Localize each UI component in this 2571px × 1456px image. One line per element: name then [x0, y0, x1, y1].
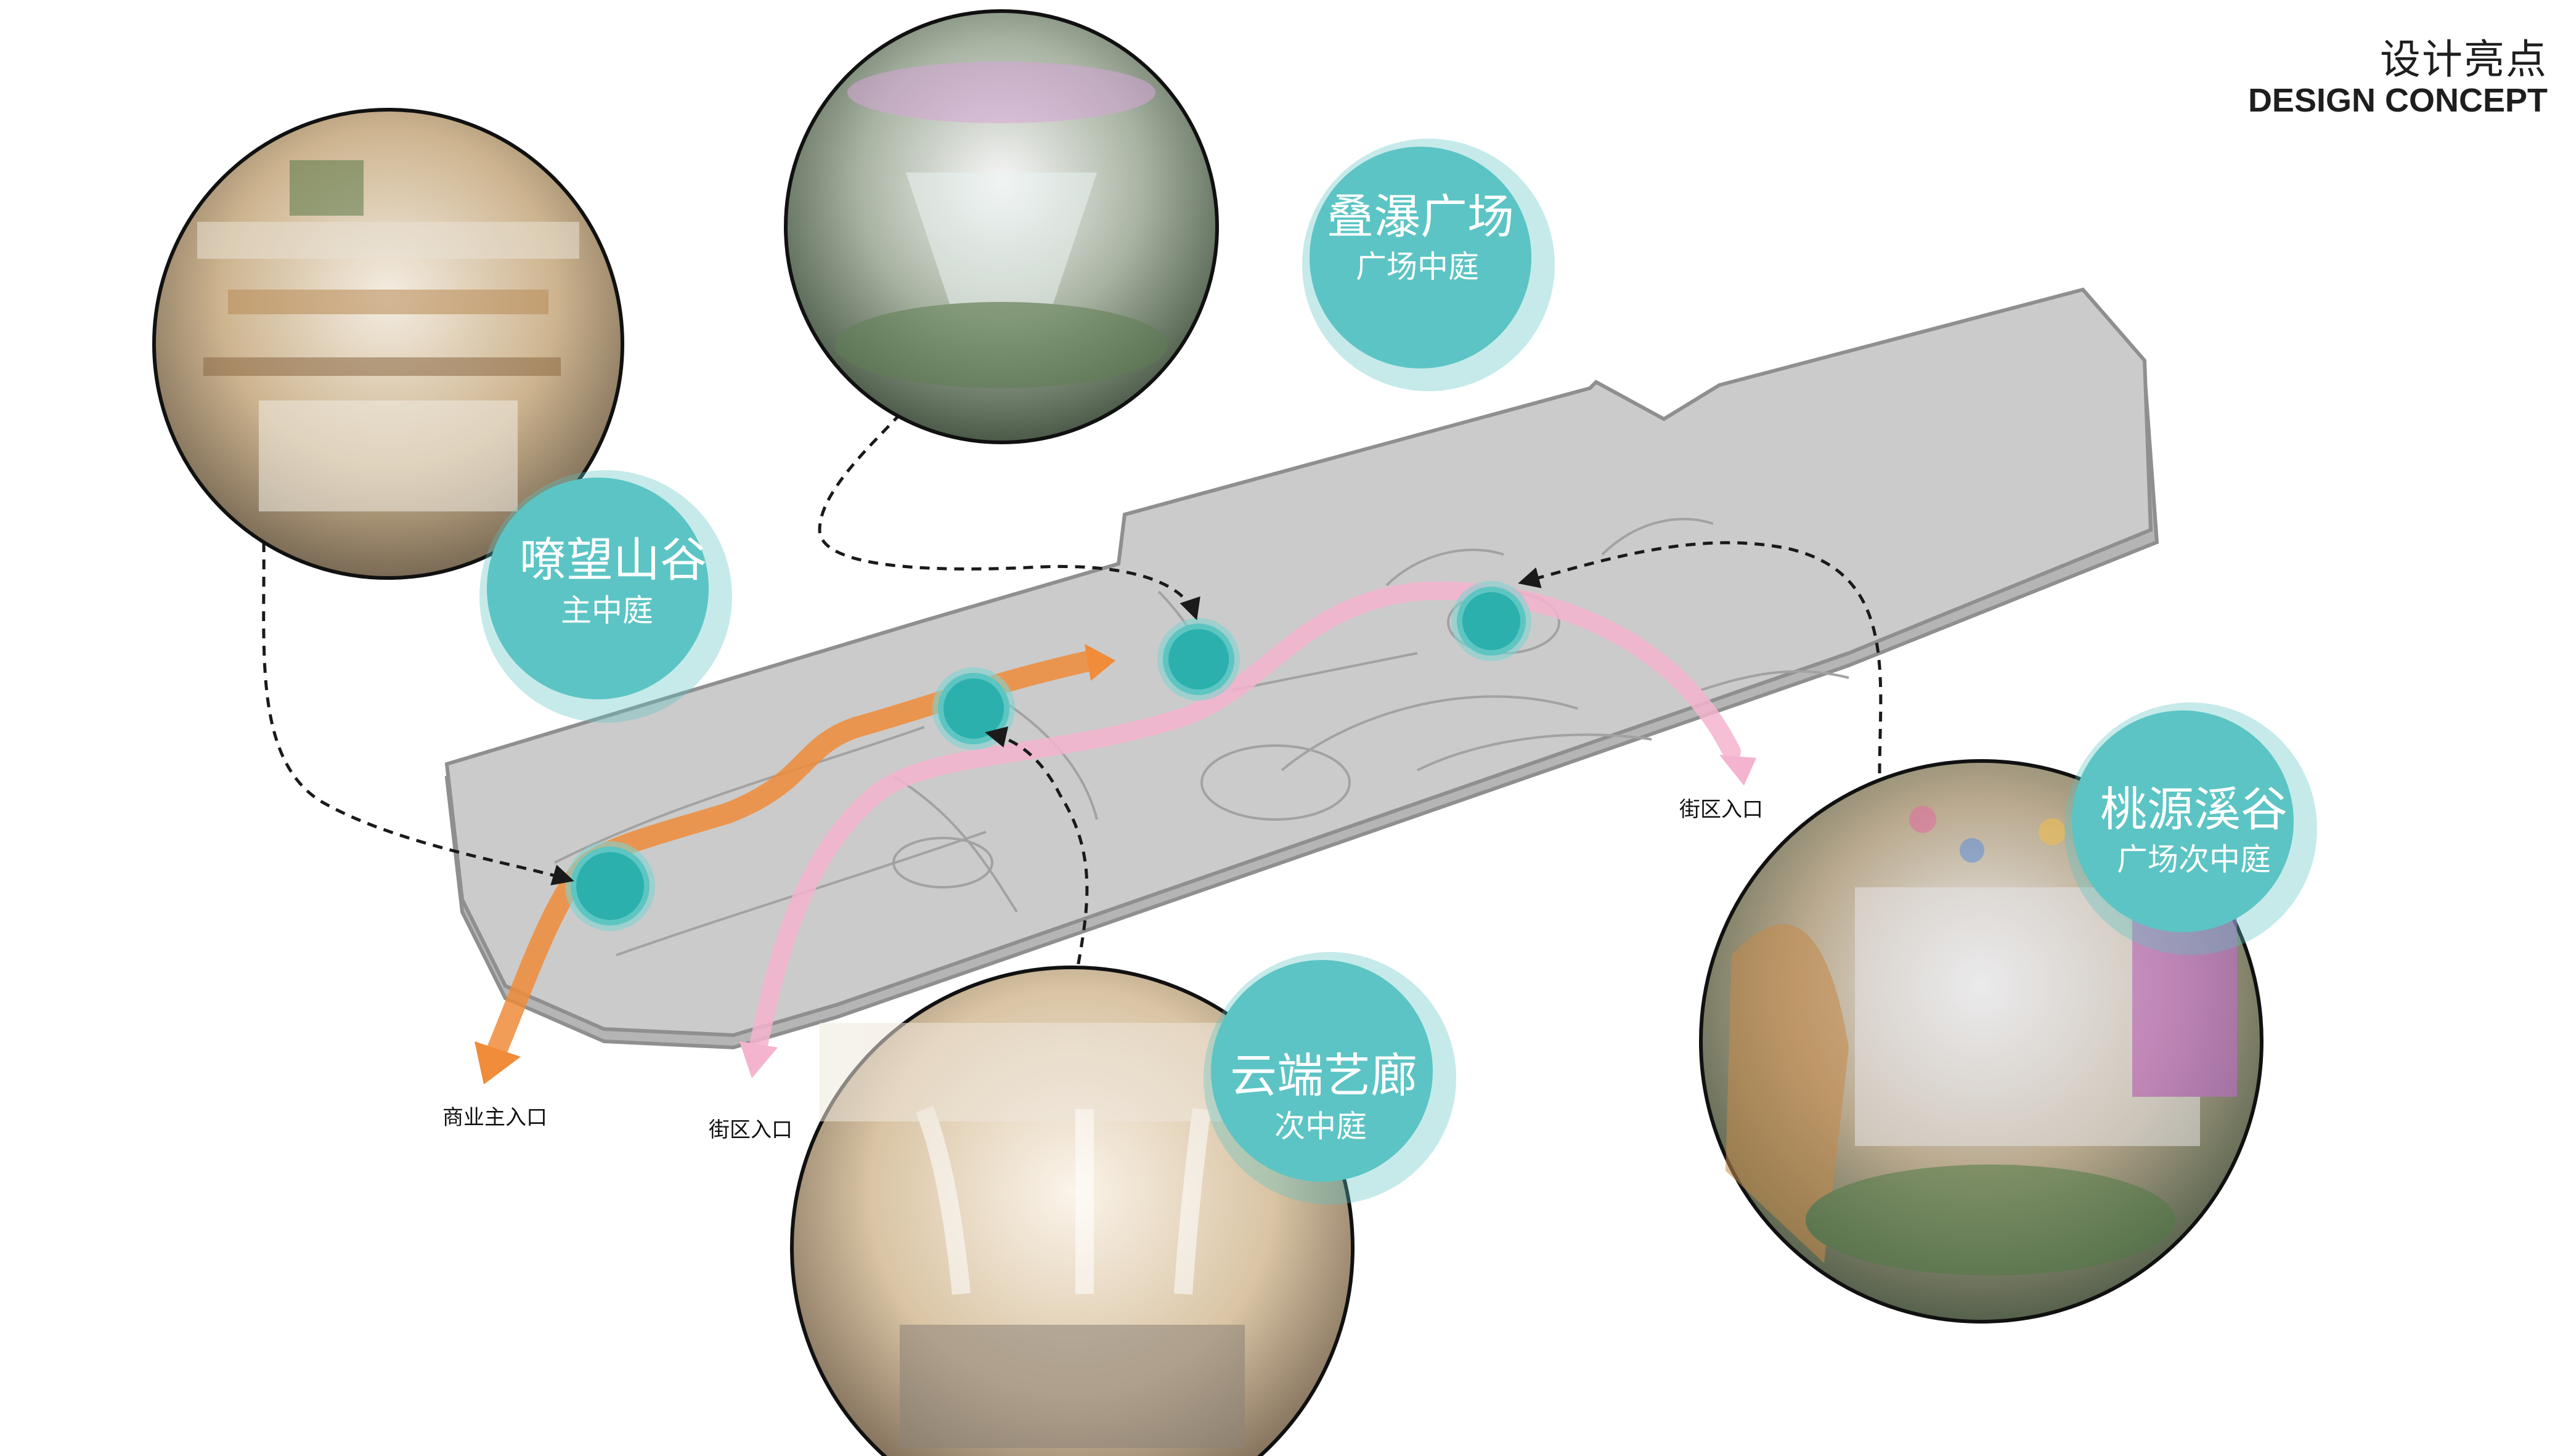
label-waterfall-plaza-sub: 广场中庭 [1356, 249, 1479, 285]
leader-waterfall-plaza [818, 399, 1200, 620]
entrance-street-left-label: 街区入口 [709, 1118, 792, 1142]
pink-arrow-head-end [740, 1041, 778, 1078]
orange-route [483, 650, 1101, 1070]
building-roof [444, 287, 2153, 1038]
photo-waterfall-plaza [784, 9, 1219, 444]
label-main-atrium: 嘹望山谷 主中庭 [479, 470, 732, 723]
label-peach-valley-name: 桃源溪谷 [2100, 782, 2288, 837]
page-title-en: DESIGN CONCEPT [2247, 82, 2548, 120]
node-main-atrium [565, 841, 655, 931]
label-cloud-gallery-name: 云端艺廊 [1230, 1048, 1417, 1103]
label-peach-valley-sub: 广场次中庭 [2117, 842, 2271, 877]
node-cloud-gallery [932, 667, 1015, 750]
page-title-block: 设计亮点 DESIGN CONCEPT [2248, 38, 2548, 121]
label-cloud-gallery-sub: 次中庭 [1274, 1108, 1367, 1144]
label-waterfall-plaza-name: 叠瀑广场 [1327, 189, 1514, 244]
orange-arrow-head-end [475, 1041, 521, 1084]
entrance-main-label: 商业主入口 [442, 1105, 547, 1130]
orange-arrow-head-start [1085, 644, 1115, 681]
leader-peach-valley [1518, 541, 1883, 774]
pink-route [749, 581, 1741, 1057]
label-main-atrium-sub: 主中庭 [561, 593, 653, 628]
node-peach-valley [1451, 581, 1531, 661]
entrance-street-right-label: 街区入口 [1679, 797, 1763, 822]
label-peach-valley: 桃源溪谷 广场次中庭 [2064, 702, 2317, 955]
leader-lines [262, 399, 1883, 999]
label-waterfall-plaza: 叠瀑广场 广场中庭 [1302, 139, 1555, 391]
page-title-zh: 设计亮点 [2380, 36, 2548, 83]
node-waterfall-plaza [1157, 618, 1240, 701]
pink-arrow-head-start [1719, 755, 1756, 786]
atrium-nodes [565, 581, 1531, 931]
leader-cloud-gallery [985, 726, 1089, 999]
circulation-routes [475, 581, 1756, 1084]
label-cloud-gallery: 云端艺廊 次中庭 [1204, 952, 1456, 1205]
label-main-atrium-name: 嘹望山谷 [519, 532, 707, 587]
photo-main-atrium [152, 108, 624, 580]
